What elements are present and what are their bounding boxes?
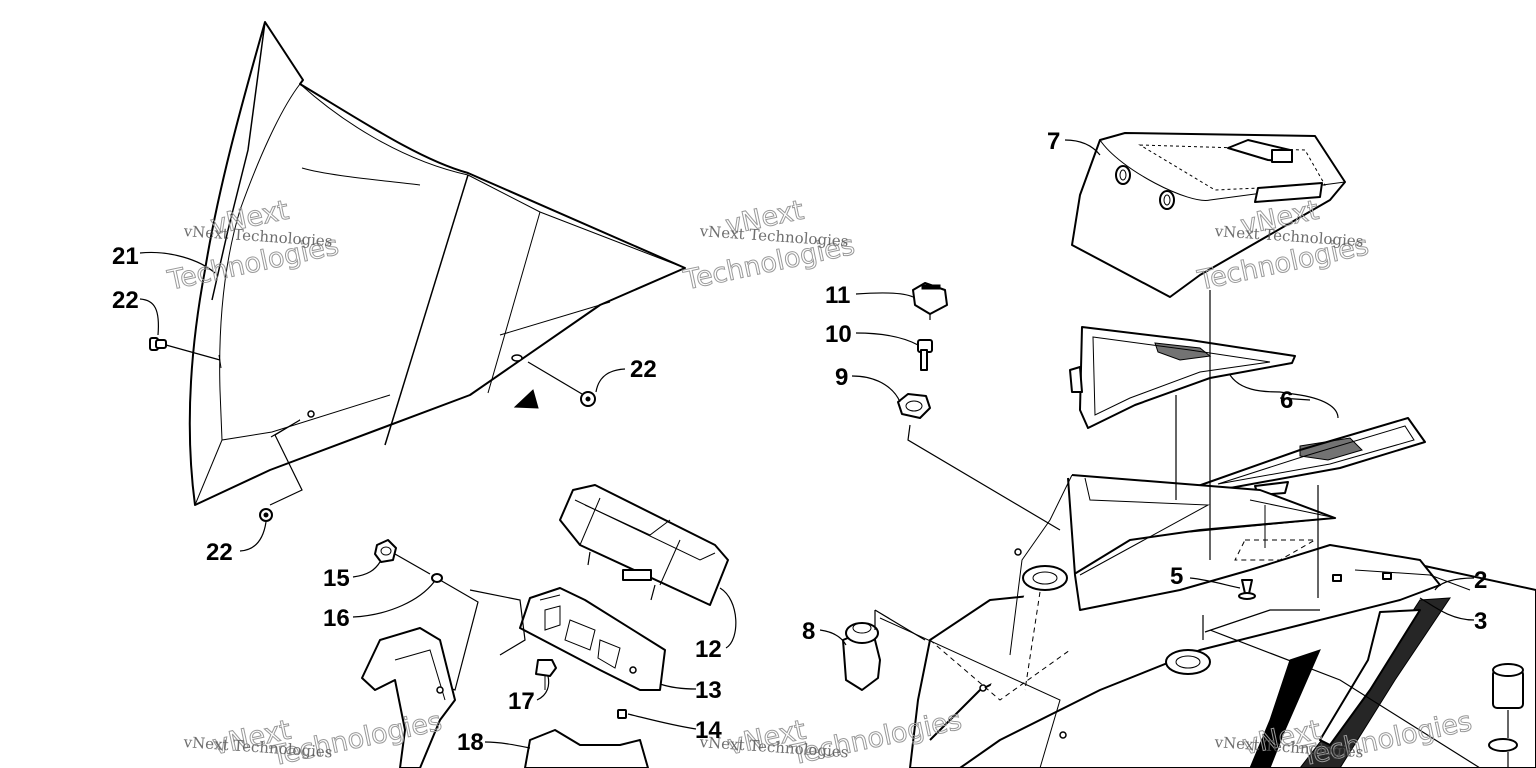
- storage-lid: [1071, 132, 1346, 298]
- screw: [527, 361, 596, 407]
- key-cap: [912, 282, 948, 320]
- callout-11: 11: [825, 282, 850, 309]
- callout-13: 13: [695, 677, 722, 704]
- gauge-bracket: [519, 587, 666, 691]
- callout-8: 8: [802, 618, 815, 645]
- nut: [374, 539, 397, 563]
- callout-12: 12: [695, 636, 722, 663]
- lock-washer: [431, 573, 443, 583]
- screw: [149, 337, 221, 361]
- callout-14: 14: [695, 717, 722, 744]
- callout-3: 3: [1474, 608, 1487, 635]
- mount-hole: [511, 354, 523, 362]
- windshield: [188, 21, 686, 506]
- lens-right: [1197, 417, 1426, 496]
- gauge-cluster: [559, 484, 729, 606]
- switch-plug: [842, 609, 926, 691]
- pin: [617, 709, 627, 719]
- bolt: [535, 659, 557, 690]
- callout-22: 22: [630, 356, 657, 383]
- callout-9: 9: [835, 364, 848, 391]
- callout-2: 2: [1474, 567, 1487, 594]
- lens-left: [1069, 326, 1296, 429]
- callout-18: 18: [457, 729, 484, 756]
- mount-hole: [307, 410, 315, 418]
- ignition-plug: [1488, 663, 1524, 768]
- mount-bracket: [361, 627, 649, 768]
- callout-21: 21: [112, 243, 139, 270]
- ignition-key: [917, 339, 933, 371]
- callout-6: 6: [1280, 387, 1293, 414]
- callout-15: 15: [323, 565, 350, 592]
- callout-22: 22: [112, 287, 139, 314]
- push-rivet: [1189, 505, 1266, 600]
- leader-line: [269, 419, 303, 506]
- callout-10: 10: [825, 321, 852, 348]
- washer: [259, 508, 273, 522]
- arrow-indicator: [513, 389, 539, 409]
- hood-console: [879, 474, 1536, 768]
- callout-17: 17: [508, 688, 535, 715]
- callout-16: 16: [323, 605, 350, 632]
- callout-5: 5: [1170, 563, 1183, 590]
- ignition-nut: [897, 393, 1061, 531]
- callout-22: 22: [206, 539, 233, 566]
- callout-7: 7: [1047, 128, 1060, 155]
- callout-labels: 21 22 22 22 7 11 10 9 6 5 2 3 8 12 13 14…: [112, 128, 1487, 756]
